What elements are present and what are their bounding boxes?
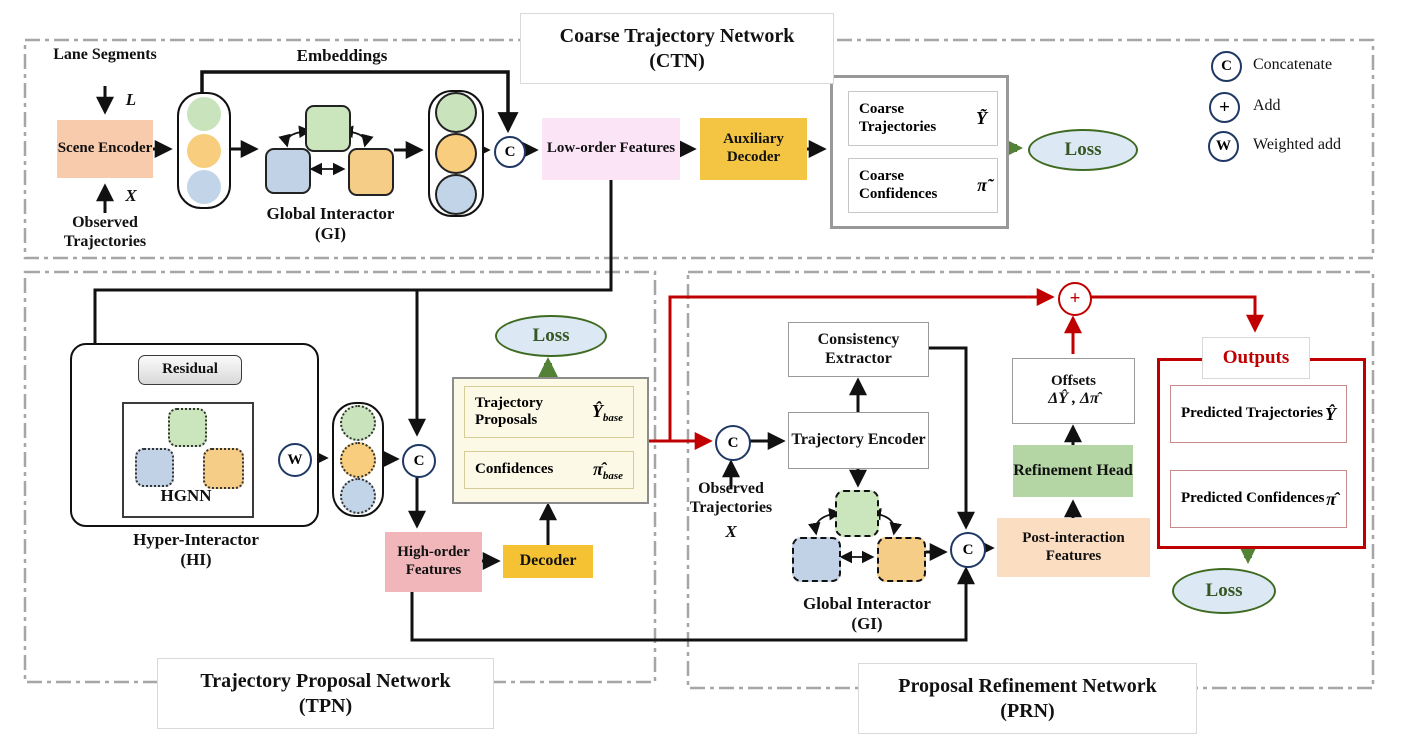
concatenate-operator: C	[950, 532, 986, 568]
gi2-node-orange	[877, 537, 926, 582]
tpn-loss-ellipse: Loss	[495, 315, 607, 357]
concatenate-operator: C	[715, 425, 751, 461]
consistency-extractor-box: Consistency Extractor	[788, 322, 929, 377]
hgnn-node-blue	[135, 448, 174, 487]
post-interaction-features-box: Post-interaction Features	[997, 518, 1150, 577]
offsets-label: Offsets	[1051, 372, 1096, 389]
tpn-title-line1: Trajectory Proposal Network	[200, 669, 451, 692]
high-order-embedding-stack	[332, 402, 384, 517]
concatenate-operator: C	[402, 444, 436, 478]
lane-segments-label: Lane Segments	[53, 46, 157, 63]
gi-node-green	[305, 105, 351, 152]
high-order-features-box: High-order Features	[385, 532, 482, 592]
trajectory-proposals-container: Trajectory Proposals Ŷbase Confidences π…	[452, 377, 649, 504]
prn-title: Proposal Refinement Network (PRN)	[858, 663, 1197, 734]
predicted-trajectories-box: Predicted Trajectories Ŷ	[1170, 385, 1347, 443]
legend-concatenate-label: Concatenate	[1253, 56, 1333, 73]
legend-concatenate-symbol: C	[1211, 51, 1242, 82]
gi-node-blue	[265, 148, 311, 194]
concatenate-operator: C	[494, 136, 526, 168]
red-connectors	[645, 288, 1264, 450]
decoder-box: Decoder	[503, 545, 593, 578]
interacted-embedding-stack	[428, 90, 484, 217]
ctn-title-line2: (CTN)	[649, 49, 705, 72]
gi-label-line1: Global Interactor	[266, 204, 395, 223]
prn-title-line1: Proposal Refinement Network	[898, 674, 1157, 697]
gi2-label-line1: Global Interactor	[803, 594, 931, 613]
coarse-confidences-label: Coarse Confidences	[859, 168, 938, 202]
prn-title-line2: (PRN)	[1000, 699, 1055, 722]
auxiliary-decoder-box: Auxiliary Decoder	[700, 118, 807, 180]
coarse-trajectories-symbol: Ỹ	[976, 108, 987, 128]
agent-node-orange	[435, 133, 477, 174]
coarse-trajectories-box: Coarse Trajectories Ỹ	[848, 91, 998, 146]
embeddings-label: Embeddings	[296, 46, 388, 65]
observed-trajectories-label: Observed Trajectories	[63, 214, 147, 250]
legend-weighted-add-label: Weighted add	[1253, 136, 1342, 153]
offsets-symbol: ΔŶ , Δπ̂	[1048, 390, 1099, 408]
gi-node-orange	[348, 148, 394, 196]
coarse-confidences-box: Coarse Confidences π̃	[848, 158, 998, 213]
agent-node-green	[187, 96, 221, 131]
agent-node-blue	[187, 170, 221, 205]
agent-node-blue	[340, 478, 376, 515]
prn-observed-label: Observed Trajectories	[689, 480, 773, 516]
gi2-label: Global Interactor (GI)	[786, 594, 948, 634]
gi2-label-line2: (GI)	[851, 614, 883, 634]
trajectory-proposals-label: Trajectory Proposals	[475, 394, 544, 428]
outputs-title: Outputs	[1202, 337, 1310, 379]
predicted-trajectories-symbol: Ŷ	[1325, 403, 1336, 424]
agent-node-orange	[340, 441, 376, 478]
tpn-title: Trajectory Proposal Network (TPN)	[157, 658, 494, 729]
ctn-title: Coarse Trajectory Network (CTN)	[520, 13, 834, 84]
confidences-symbol: π̂base	[593, 458, 623, 482]
coarse-confidences-symbol: π̃	[977, 175, 987, 195]
legend-add-label: Add	[1253, 97, 1281, 114]
trajectory-proposals-box: Trajectory Proposals Ŷbase	[464, 386, 634, 438]
gi-label-line2: (GI)	[314, 224, 347, 244]
gi-label: Global Interactor (GI)	[248, 204, 413, 244]
trajectory-proposals-symbol: Ŷbase	[591, 400, 623, 424]
trajectory-encoder-box: Trajectory Encoder	[788, 412, 929, 469]
agent-node-orange	[187, 133, 221, 168]
confidences-box: Confidences π̂base	[464, 451, 634, 489]
refinement-head-box: Refinement Head	[1013, 445, 1133, 497]
scene-encoder-box: Scene Encoder	[57, 120, 153, 178]
hyper-interactor-label-line1: Hyper-Interactor	[133, 530, 259, 549]
ctn-loss-ellipse: Loss	[1028, 129, 1138, 171]
coarse-trajectories-label: Coarse Trajectories	[859, 101, 937, 135]
predicted-confidences-symbol: π̂	[1326, 488, 1336, 509]
residual-box: Residual	[138, 355, 242, 385]
ctn-title-line1: Coarse Trajectory Network	[559, 24, 795, 47]
hgnn-label: HGNN	[160, 486, 212, 505]
weighted-add-operator: W	[278, 443, 312, 477]
tpn-title-line2: (TPN)	[298, 694, 353, 717]
hyper-interactor-label: Hyper-Interactor (HI)	[96, 530, 296, 570]
gi2-node-blue	[792, 537, 841, 582]
hgnn-node-green	[168, 408, 207, 447]
low-order-features-box: Low-order Features	[542, 118, 680, 180]
legend-weighted-add-symbol: W	[1208, 131, 1239, 162]
predicted-trajectories-label: Predicted Trajectories	[1181, 405, 1324, 422]
add-operator: +	[1058, 282, 1092, 316]
observed-var-label: X	[125, 186, 137, 205]
agent-node-green	[340, 404, 376, 441]
lane-var-label: L	[125, 90, 137, 109]
agent-node-blue	[435, 174, 477, 215]
prn-loss-ellipse: Loss	[1172, 568, 1276, 614]
legend-add-symbol: +	[1209, 92, 1240, 123]
gi2-node-green	[835, 490, 879, 537]
agent-node-green	[435, 92, 477, 133]
hgnn-node-orange	[203, 448, 244, 489]
predicted-confidences-label: Predicted Confidences	[1181, 490, 1325, 507]
hyper-interactor-label-line2: (HI)	[180, 550, 212, 570]
offsets-box: Offsets ΔŶ , Δπ̂	[1012, 358, 1135, 424]
predicted-confidences-box: Predicted Confidences π̂	[1170, 470, 1347, 528]
coarse-outputs-container: Coarse Trajectories Ỹ Coarse Confidences…	[830, 75, 1009, 229]
confidences-label: Confidences	[475, 461, 554, 478]
scene-embedding-stack	[177, 92, 231, 209]
prn-observed-var-label: X	[725, 522, 737, 541]
